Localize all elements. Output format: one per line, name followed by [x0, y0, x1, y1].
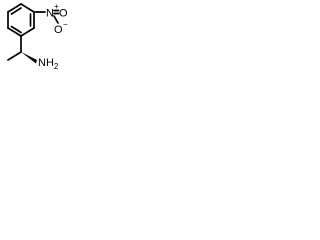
- ring-double-bond-b: [10, 25, 22, 34]
- nitro-o-double-label: O: [59, 8, 68, 20]
- nitro-n-label: N: [46, 8, 54, 20]
- ring-bond-3: [7, 27, 22, 37]
- nitro-n-o-bond: [53, 15, 59, 24]
- amine-label: NH2: [38, 57, 59, 71]
- amine-nh: NH: [38, 57, 54, 69]
- chemical-structure: N + O O − NH2: [7, 2, 68, 71]
- amine-wedge-bond: [21, 52, 37, 64]
- benzene-ring: [7, 3, 35, 37]
- ring-double-bond-a: [10, 7, 22, 15]
- ring-bond-6: [20, 3, 35, 13]
- methyl-bond: [7, 51, 22, 61]
- ring-bond-1: [7, 3, 22, 13]
- nitro-n-charge: +: [54, 2, 59, 11]
- amine-subscript: 2: [54, 62, 59, 71]
- ring-bond-4: [20, 27, 35, 37]
- nitro-o-single-label: O: [54, 24, 63, 36]
- nitro-o-charge: −: [63, 20, 68, 29]
